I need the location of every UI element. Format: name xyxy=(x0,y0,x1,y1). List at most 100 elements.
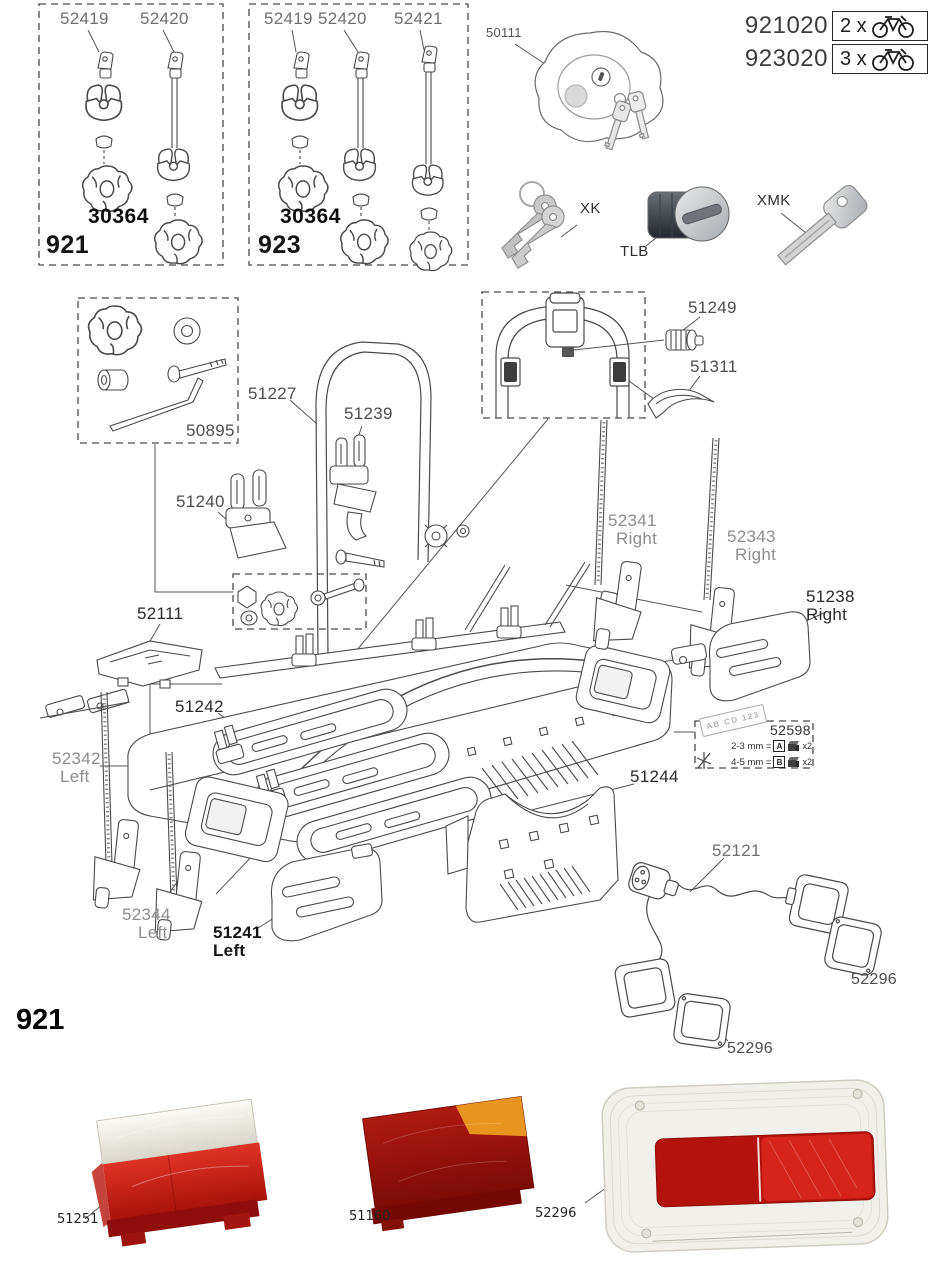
lamp-housing-left xyxy=(184,776,289,863)
callout-52344-side: Left xyxy=(138,923,168,942)
callout-52342: 52342 xyxy=(52,749,101,768)
callout-51311: 51311 xyxy=(690,357,738,376)
callout-52296: 52296 xyxy=(535,1206,577,1221)
clip-qty: x2 xyxy=(802,757,812,767)
callout-51238-side: Right xyxy=(806,605,848,624)
callout-52343-side: Right xyxy=(735,545,777,564)
callout-52342-side: Left xyxy=(60,767,90,786)
wiring-harness-52121 xyxy=(614,862,882,1049)
bike-count: 3 x xyxy=(840,47,867,70)
gap-range: 4-5 mm = xyxy=(731,756,772,768)
product-code: 921020 xyxy=(744,12,828,39)
fitkit-row-a: 2-3 mm = A x2 xyxy=(720,739,812,753)
wheel-holder-51241 xyxy=(270,843,383,942)
key-blank-xmk xyxy=(776,184,868,266)
bag-number-30364: 30364 xyxy=(280,205,341,228)
platform-assembly xyxy=(39,561,673,864)
callout-52344: 52344 xyxy=(122,905,171,924)
strap-52342 xyxy=(89,691,146,912)
left-rail-tip xyxy=(39,688,131,719)
strap-52343 xyxy=(685,437,742,680)
callout-52296: 52296 xyxy=(727,1040,773,1057)
fastener-subbox xyxy=(232,573,367,630)
kit-923-box xyxy=(248,3,469,266)
rail-buckles xyxy=(291,605,522,667)
bag-number-30364: 30364 xyxy=(88,205,149,228)
key-label-tlb: TLB xyxy=(620,243,649,260)
lens-52296-right xyxy=(824,916,882,976)
bike-count: 2 x xyxy=(840,14,867,37)
callout-52341-side: Right xyxy=(616,529,658,548)
callout-52296: 52296 xyxy=(851,971,897,988)
lamp-bottom xyxy=(614,958,676,1018)
strap-pin-51249 xyxy=(665,329,704,351)
callout-51227: 51227 xyxy=(248,384,297,403)
lens-photo-51251 xyxy=(91,1098,268,1247)
callout-52420: 52420 xyxy=(140,9,189,28)
callout-52419: 52419 xyxy=(264,9,313,28)
callout-52421: 52421 xyxy=(394,9,443,28)
clip-marker-icon xyxy=(696,752,712,769)
clamp-icon xyxy=(788,740,800,751)
lamp-housing-right xyxy=(575,645,671,724)
callout-52598: 52598 xyxy=(770,722,811,738)
master-keys-xk xyxy=(501,181,565,269)
callout-51242: 51242 xyxy=(175,697,224,716)
callout-51241-side: Left xyxy=(213,941,246,960)
callout-52121: 52121 xyxy=(712,841,761,860)
lock-hoop-assembly xyxy=(495,292,630,418)
kit-label-921: 921 xyxy=(46,231,90,259)
bolt-and-nuts xyxy=(335,524,470,568)
kit-label-921-bottom: 921 xyxy=(16,1004,65,1036)
callout-52343: 52343 xyxy=(727,527,776,546)
buckle-51239 xyxy=(329,434,377,541)
fastener-group xyxy=(237,578,365,627)
tool-kit-50895-box xyxy=(77,297,239,444)
wheel-tray xyxy=(212,688,408,776)
clip-51311 xyxy=(647,388,715,419)
clip-qty: x2 xyxy=(802,741,812,751)
lens-photo-52296-large xyxy=(601,1079,889,1253)
wheel-tray xyxy=(296,776,492,864)
clamp-51240 xyxy=(225,469,287,559)
frame-hoop-51227 xyxy=(315,341,432,659)
callout-51240: 51240 xyxy=(176,492,225,511)
plate-holder-51244 xyxy=(445,786,619,923)
bike-icon xyxy=(871,15,914,38)
callout-51238: 51238 xyxy=(806,587,855,606)
lock-barrel-tlb xyxy=(647,186,730,242)
cover-52111 xyxy=(96,640,203,689)
gap-range: 2-3 mm = xyxy=(731,740,772,752)
callout-52111: 52111 xyxy=(137,604,184,623)
capacity-row-921020: 921020 2 x xyxy=(740,10,928,42)
fitkit-52598-box xyxy=(694,720,814,769)
key-label-xk: XK xyxy=(580,200,601,217)
wheel-holder-51238 xyxy=(670,611,811,702)
key-label-xmk: XMK xyxy=(757,192,791,209)
strap-52344 xyxy=(151,751,208,944)
clip-letter: A xyxy=(773,740,786,752)
bike-capacity-cell: 3 x xyxy=(832,44,928,74)
lens-photo-51160 xyxy=(362,1096,535,1232)
product-code: 923020 xyxy=(744,45,828,72)
bike-icon xyxy=(871,48,914,71)
callout-51249: 51249 xyxy=(688,298,737,317)
callout-50895: 50895 xyxy=(186,421,235,440)
callout-51241: 51241 xyxy=(213,923,262,942)
callout-52419: 52419 xyxy=(60,9,109,28)
fitkit-row-b: 4-5 mm = B x2 xyxy=(720,755,812,769)
kit-label-923: 923 xyxy=(258,231,302,259)
dashed-boxes xyxy=(38,3,814,769)
strap-rods xyxy=(89,419,742,944)
callout-52420: 52420 xyxy=(318,9,367,28)
callout-51251: 51251 xyxy=(57,1212,99,1227)
clip-letter: B xyxy=(773,756,786,768)
wheel-tray xyxy=(254,732,450,820)
capacity-row-923020: 923020 3 x xyxy=(740,43,928,75)
clamp-icon xyxy=(788,756,800,767)
kit-923-parts xyxy=(279,46,452,271)
lamp-right xyxy=(785,874,849,935)
callout-51239: 51239 xyxy=(344,404,393,423)
